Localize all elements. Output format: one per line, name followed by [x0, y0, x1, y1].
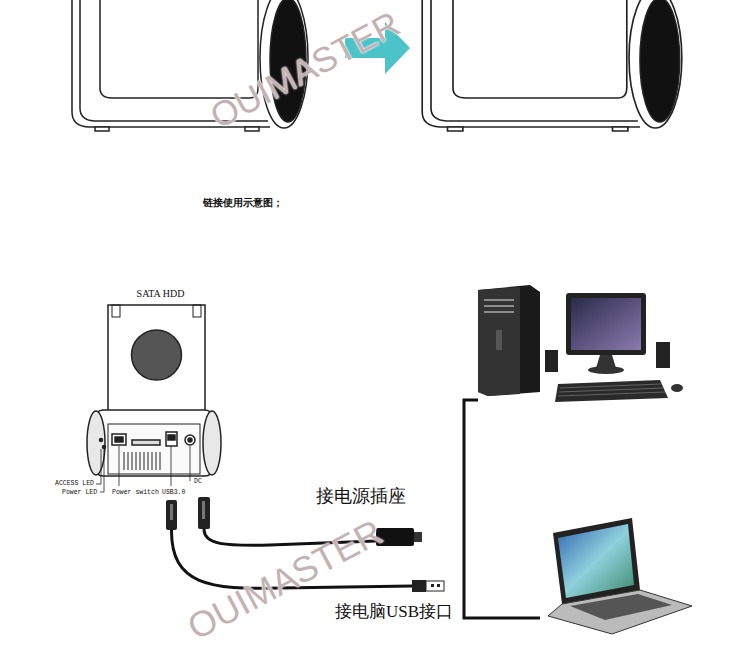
dock-top-view [422, 0, 682, 131]
hard-disk: SATA HDD [106, 288, 215, 410]
desktop-computer [478, 285, 683, 402]
watermark: OUIMASTER [181, 511, 390, 649]
hard-disk-tab [193, 305, 201, 317]
hard-disk-tab [112, 305, 120, 317]
hard-disk-outline [106, 288, 215, 410]
port-label: DC [194, 478, 202, 485]
hard-disk-spindle [132, 330, 182, 380]
connection-note: 接电脑USB接口 [333, 600, 455, 623]
port-label: USB3.0 [162, 489, 185, 496]
diagram-title: 链接使用示意图； [203, 196, 283, 210]
part-label: SATA HDD [106, 288, 215, 300]
laptop [548, 518, 692, 634]
switch-label: Power switch [112, 489, 159, 496]
docking-station [87, 410, 221, 476]
led-label: ACCESS LED [55, 480, 94, 487]
connection-note: 接电源插座 [314, 484, 408, 508]
leader-line [96, 446, 190, 492]
bracket [464, 400, 540, 618]
led-label: Power LED [62, 489, 97, 496]
hard-disk-body [108, 305, 205, 410]
